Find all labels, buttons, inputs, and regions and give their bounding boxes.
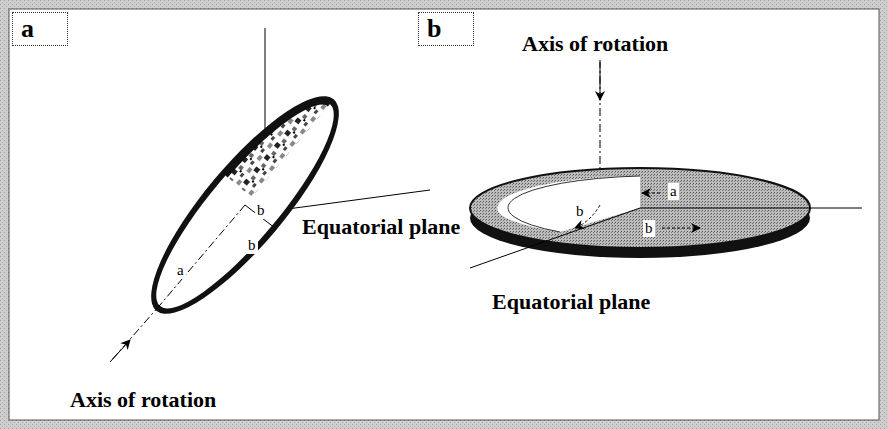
figure-label: Axis of rotation [68,388,218,412]
axis-letter: a [668,183,679,200]
axis-letter: b [255,202,267,219]
axis-letter: a [175,262,186,279]
panel-letter: a [21,14,59,44]
figure-label: Equatorial plane [300,215,462,239]
figure-label: Axis of rotation [520,32,670,56]
figure-label: Equatorial plane [490,290,652,314]
panel-letter: b [427,14,465,44]
axis-letter: b [574,203,586,220]
panel-letter-box: b [418,12,474,46]
axis-letter: b [643,220,655,237]
panel-letter-box: a [12,12,68,46]
axis-letter: b [246,237,258,254]
